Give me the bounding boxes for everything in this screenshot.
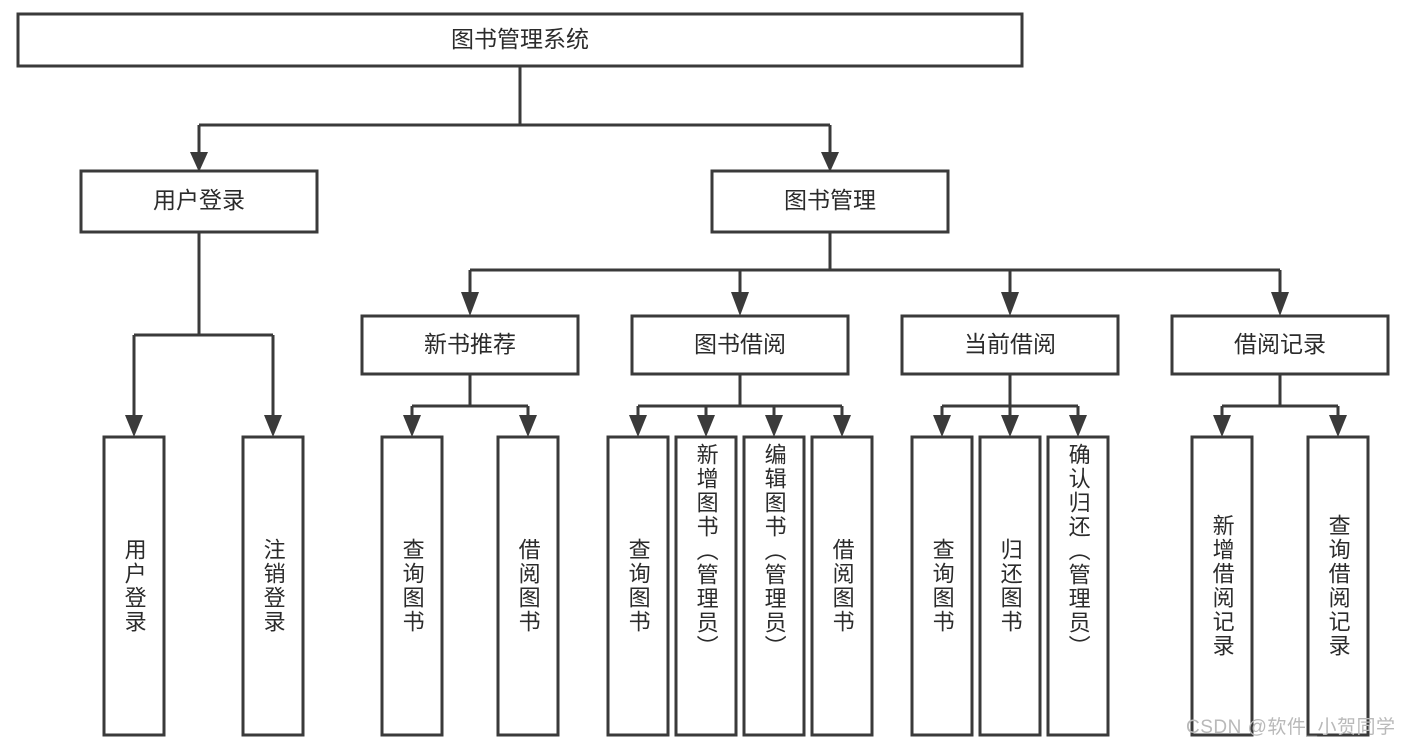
connector-group-current-borrow-to-leaves [933, 374, 1087, 437]
node-new-book-recommend[interactable]: 新书推荐 [360, 314, 580, 376]
node-root[interactable]: 图书管理系统 [16, 12, 1024, 68]
node-user-login[interactable]: 用户登录 [79, 169, 319, 234]
node-leaf-edit-book-box[interactable] [742, 435, 806, 737]
connector-group-book-borrow-to-leaves [629, 374, 851, 437]
node-leaf-add-book-box[interactable] [674, 435, 738, 737]
node-leaf-user-logout-box[interactable] [241, 435, 305, 737]
connector-group-user-login-to-leaves [125, 232, 282, 437]
node-book-borrow[interactable]: 图书借阅 [630, 314, 850, 376]
arrow-head-leaf-query-record [1329, 415, 1347, 437]
arrow-head-leaf-user-login [125, 415, 143, 437]
connector-group-book-manage-to-level3 [461, 232, 1289, 316]
node-book-manage-label: 图书管理 [784, 187, 876, 213]
arrow-head-leaf-add-book [697, 415, 715, 437]
node-leaf-borrow-book-1-box[interactable] [496, 435, 560, 737]
node-leaf-query-book-2-box[interactable] [606, 435, 670, 737]
node-root-label: 图书管理系统 [451, 26, 589, 52]
node-current-borrow-box[interactable] [900, 314, 1120, 376]
node-leaf-user-login-box[interactable] [102, 435, 166, 737]
node-current-borrow-label: 当前借阅 [964, 331, 1056, 357]
arrow-head-user-login [190, 152, 208, 172]
node-book-manage-box[interactable] [710, 169, 950, 234]
arrow-head-leaf-query-book-3 [933, 415, 951, 437]
node-user-login-label: 用户登录 [153, 187, 245, 213]
connector-group-borrow-record-to-leaves [1213, 374, 1347, 437]
csdn-watermark: CSDN @软件_小贺同学 [1186, 717, 1396, 738]
arrow-head-borrow-record [1271, 292, 1289, 316]
arrow-head-leaf-edit-book [765, 415, 783, 437]
node-book-manage[interactable]: 图书管理 [710, 169, 950, 234]
node-borrow-record[interactable]: 借阅记录 [1170, 314, 1390, 376]
node-borrow-record-label: 借阅记录 [1234, 331, 1326, 357]
node-root-box[interactable] [16, 12, 1024, 68]
arrow-head-leaf-borrow-book-2 [833, 415, 851, 437]
node-new-book-recommend-label: 新书推荐 [424, 331, 516, 357]
connector-group-root-to-level2 [190, 66, 839, 172]
arrow-head-leaf-confirm-return [1069, 415, 1087, 437]
arrow-head-leaf-user-logout [264, 415, 282, 437]
node-user-login-box[interactable] [79, 169, 319, 234]
arrow-head-leaf-borrow-book-1 [519, 415, 537, 437]
arrow-head-leaf-query-book-1 [403, 415, 421, 437]
node-leaf-borrow-book-2-box[interactable] [810, 435, 874, 737]
arrow-head-leaf-query-book-2 [629, 415, 647, 437]
node-leaf-query-book-3-box[interactable] [910, 435, 974, 737]
node-borrow-record-box[interactable] [1170, 314, 1390, 376]
arrow-head-leaf-add-record [1213, 415, 1231, 437]
arrow-head-leaf-return-book [1001, 415, 1019, 437]
node-leaf-return-book-box[interactable] [978, 435, 1042, 737]
node-leaf-query-record-box[interactable] [1306, 435, 1370, 737]
node-leaf-confirm-return-box[interactable] [1046, 435, 1110, 737]
arrow-head-book-borrow [731, 292, 749, 316]
arrow-head-current-borrow [1001, 292, 1019, 316]
node-leaf-add-record-box[interactable] [1190, 435, 1254, 737]
node-current-borrow[interactable]: 当前借阅 [900, 314, 1120, 376]
node-book-borrow-label: 图书借阅 [694, 331, 786, 357]
node-book-borrow-box[interactable] [630, 314, 850, 376]
connector-group-new-book-recommend-to-leaves [403, 374, 537, 437]
node-leaf-query-book-1-box[interactable] [380, 435, 444, 737]
arrow-head-new-book-recommend [461, 292, 479, 316]
node-new-book-recommend-box[interactable] [360, 314, 580, 376]
arrow-head-book-manage [821, 152, 839, 172]
